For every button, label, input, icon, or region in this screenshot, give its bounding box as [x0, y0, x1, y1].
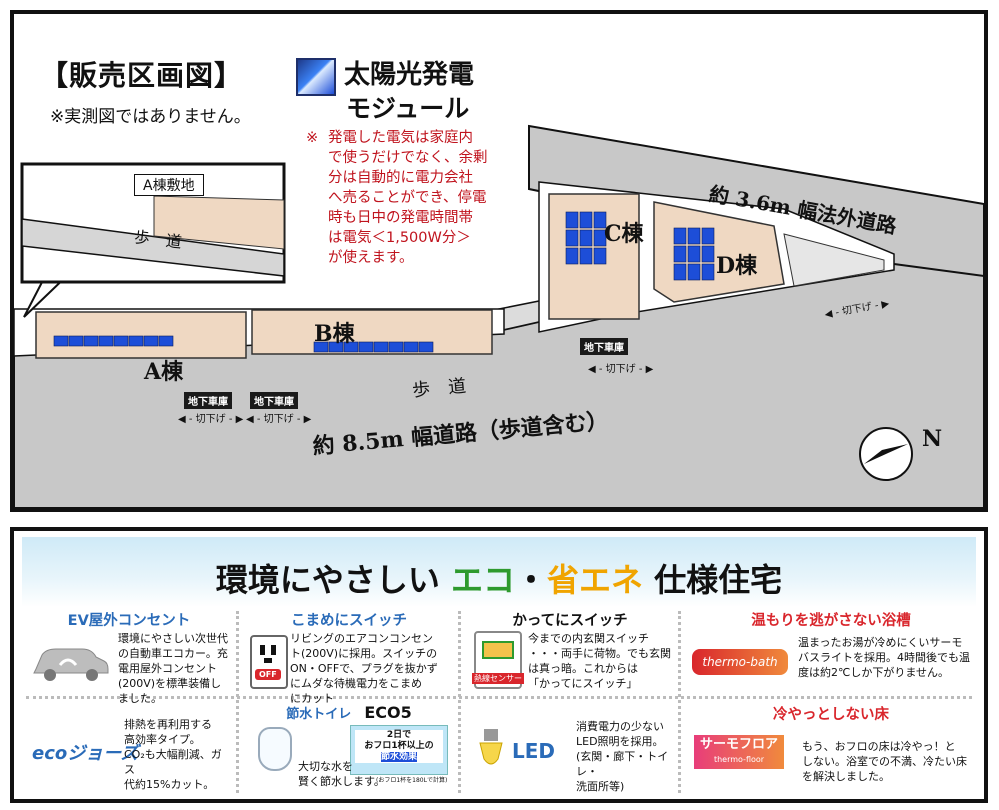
- led-bulb-icon: [478, 729, 504, 769]
- eco-divider-v1: [236, 611, 239, 793]
- eco-heading-p3: ・: [514, 561, 547, 599]
- water-saving-box-text: 2日で おフロ1杯以上の 節水効果: [355, 730, 443, 763]
- water-saving-note: (おフロ1杯を180Lで計算): [376, 777, 448, 784]
- solar-note-text: 発電した電気は家庭内 で使うだけでなく、余剰 分は自動的に電力会社 へ売ることが…: [328, 130, 488, 266]
- solar-panel-d: [673, 227, 715, 281]
- solar-panel-a: [53, 335, 174, 347]
- off-tag: OFF: [255, 669, 281, 680]
- cut-label-c: ◀ - 切下げ - ▶: [588, 364, 654, 375]
- eco-heading-p2: エコ: [450, 561, 515, 599]
- inset-sidewalk: [21, 218, 285, 277]
- lot-d-label: D棟: [716, 253, 758, 279]
- eco-divider-v3: [678, 611, 681, 793]
- eco-item-thermo-floor: 冷やっとしない床 サーモフロア thermo-floor もう、おフロの床は冷や…: [686, 703, 976, 793]
- thermo-floor-logo-main: サーモフロア: [699, 737, 778, 752]
- eco-item-ev-title: EV屋外コンセント: [67, 613, 191, 629]
- lot-d: [653, 201, 785, 303]
- side-road: [528, 124, 984, 278]
- eco-item-auto-switch-title: かってにスイッチ: [512, 613, 628, 629]
- lot-a-label: A棟: [144, 359, 184, 385]
- eco-item-toilet-title: 節水トイレ: [286, 707, 352, 722]
- cut-label-a-text: 切下げ: [195, 414, 226, 425]
- eco-item-thermo-bath: 温もりを逃がさない浴槽 thermo-bath 温まったお湯が冷めにくいサーモ …: [686, 609, 976, 693]
- eco-item-auto-switch: かってにスイッチ 熱線センサー 今までの内玄関スイッチ ・・・両手に荷物。でも玄…: [466, 609, 674, 693]
- eco-heading-p4: 省エネ: [547, 561, 644, 599]
- solar-panel-b: [313, 341, 434, 353]
- eco-divider-h: [26, 696, 972, 699]
- garage-label-b: 地下車庫: [250, 392, 298, 409]
- cut-label-a: ◀ - 切下げ - ▶: [178, 414, 244, 425]
- inset-lot: [153, 195, 285, 250]
- eco-item-thermo-bath-title: 温もりを逃がさない浴槽: [751, 613, 911, 629]
- eco-item-water-heater: ecoジョーズ 排熱を再利用する 高効率タイプ。 CO₂も大幅削減、ガス 代約1…: [26, 703, 232, 793]
- ev-car-icon: [30, 639, 110, 683]
- eco-item-auto-switch-text: 今までの内玄関スイッチ ・・・両手に荷物。でも玄関 は真っ暗。これからは 「かっ…: [528, 632, 671, 690]
- solar-legend-swatch: [296, 58, 336, 96]
- main-sidewalk-label: 歩 道: [411, 375, 467, 402]
- eco-item-toilet-heading: 節水トイレ ECO5: [244, 703, 454, 722]
- eco-item-ev: EV屋外コンセント 環境にやさしい次世代 の自動車エコカー。充 電用屋外コンセン…: [26, 609, 232, 705]
- garage-label-a: 地下車庫: [184, 392, 232, 409]
- thermo-bath-logo: thermo-bath: [692, 649, 788, 675]
- eco-heading-p5: 仕様住宅: [654, 561, 783, 599]
- solar-note-mark: ※: [306, 130, 319, 146]
- eco-item-toilet-text: 大切な水を 賢く節水します。: [298, 760, 385, 788]
- eco-divider-v2: [458, 611, 461, 793]
- eco-item-water-heater-text: 排熱を再利用する 高効率タイプ。 CO₂も大幅削減、ガス 代約15%カット。: [124, 718, 222, 791]
- toilet-icon: [258, 727, 292, 771]
- lot-a: [35, 311, 247, 359]
- eco-heading-p1: 環境にやさしい: [215, 561, 440, 599]
- lot-c-label: C棟: [604, 221, 644, 247]
- eco-features-panel: 環境にやさしい エコ・省エネ 仕様住宅 EV屋外コンセント 環境にやさしい次世代…: [10, 527, 988, 803]
- cut-label-b: ◀ - 切下げ - ▶: [246, 414, 312, 425]
- eco-item-switch-text: リビングのエアコンコンセン ト(200V)に採用。スイッチの ON・OFFで、プ…: [290, 632, 438, 705]
- water-saving-box-line3: 節水効果: [380, 752, 417, 762]
- water-saving-box-line1: 2日で: [386, 730, 412, 740]
- solar-note: ※ 発電した電気は家庭内 で使うだけでなく、余剰 分は自動的に電力会社 へ売るこ…: [306, 128, 526, 268]
- solar-legend-line1: 太陽光発電: [344, 60, 475, 90]
- eco-item-led-text: 消費電力の少ない LED照明を採用。 (玄関・廊下・トイレ・ 洗面所等): [576, 720, 669, 793]
- solar-panels: [53, 211, 715, 353]
- site-plan-drawing: [14, 124, 984, 508]
- eco5-badge: ECO5: [364, 703, 412, 722]
- eco-item-thermo-floor-text: もう、おフロの床は冷やっ！と しない。浴室での不満、冷たい床 を解決しました。: [802, 740, 967, 783]
- eco-item-thermo-floor-title: 冷やっとしない床: [773, 707, 889, 723]
- eco-item-switch-title: こまめにスイッチ: [291, 613, 407, 629]
- eco-item-switch: こまめにスイッチ OFF リビングのエアコンコンセン ト(200V)に採用。スイ…: [244, 609, 454, 705]
- water-saving-box-line2: おフロ1杯以上の: [364, 741, 434, 751]
- outlet-switch-icon: OFF: [250, 635, 288, 689]
- garage-label-c: 地下車庫: [580, 338, 628, 355]
- eco-jozu-logo: ecoジョーズ: [32, 743, 139, 764]
- thermo-floor-logo: サーモフロア thermo-floor: [694, 735, 784, 769]
- cut-label-c-text: 切下げ: [605, 364, 636, 375]
- eco-heading: 環境にやさしい エコ・省エネ 仕様住宅: [22, 555, 976, 601]
- inset-lot-label: A棟敷地: [134, 174, 204, 196]
- led-logo: LED: [512, 739, 556, 763]
- lot-b-label: B棟: [314, 321, 355, 347]
- water-saving-box: 2日で おフロ1杯以上の 節水効果: [350, 725, 448, 775]
- eco-item-led: LED 消費電力の少ない LED照明を採用。 (玄関・廊下・トイレ・ 洗面所等): [466, 703, 674, 793]
- plan-title: 【販売区画図】: [40, 59, 244, 92]
- thermo-floor-logo-sub: thermo-floor: [713, 755, 765, 764]
- north-arrow: [859, 427, 913, 481]
- sensor-tag: 熱線センサー: [472, 673, 524, 684]
- eco-item-toilet: 節水トイレ ECO5 2日で おフロ1杯以上の 節水効果 (おフロ1杯を180L…: [244, 703, 454, 793]
- solar-legend-line2: モジュール: [346, 94, 470, 123]
- solar-panel-c: [565, 211, 607, 265]
- lot-d-yard: [783, 233, 885, 287]
- cut-label-b-text: 切下げ: [263, 414, 294, 425]
- site-plan-panel: 【販売区画図】 ※実測図ではありません。 太陽光発電 モジュール ※ 発電した電…: [10, 10, 988, 512]
- plan-note: ※実測図ではありません。: [50, 107, 251, 127]
- motion-sensor-icon: 熱線センサー: [472, 631, 524, 689]
- north-label: N: [922, 426, 943, 452]
- eco-item-thermo-bath-text: 温まったお湯が冷めにくいサーモ バスライトを採用。4時間後でも温 度は約2℃しか…: [798, 636, 970, 679]
- eco-item-ev-text: 環境にやさしい次世代 の自動車エコカー。充 電用屋外コンセント (200V)を標…: [118, 632, 228, 705]
- eco-banner: 環境にやさしい エコ・省エネ 仕様住宅: [22, 537, 976, 607]
